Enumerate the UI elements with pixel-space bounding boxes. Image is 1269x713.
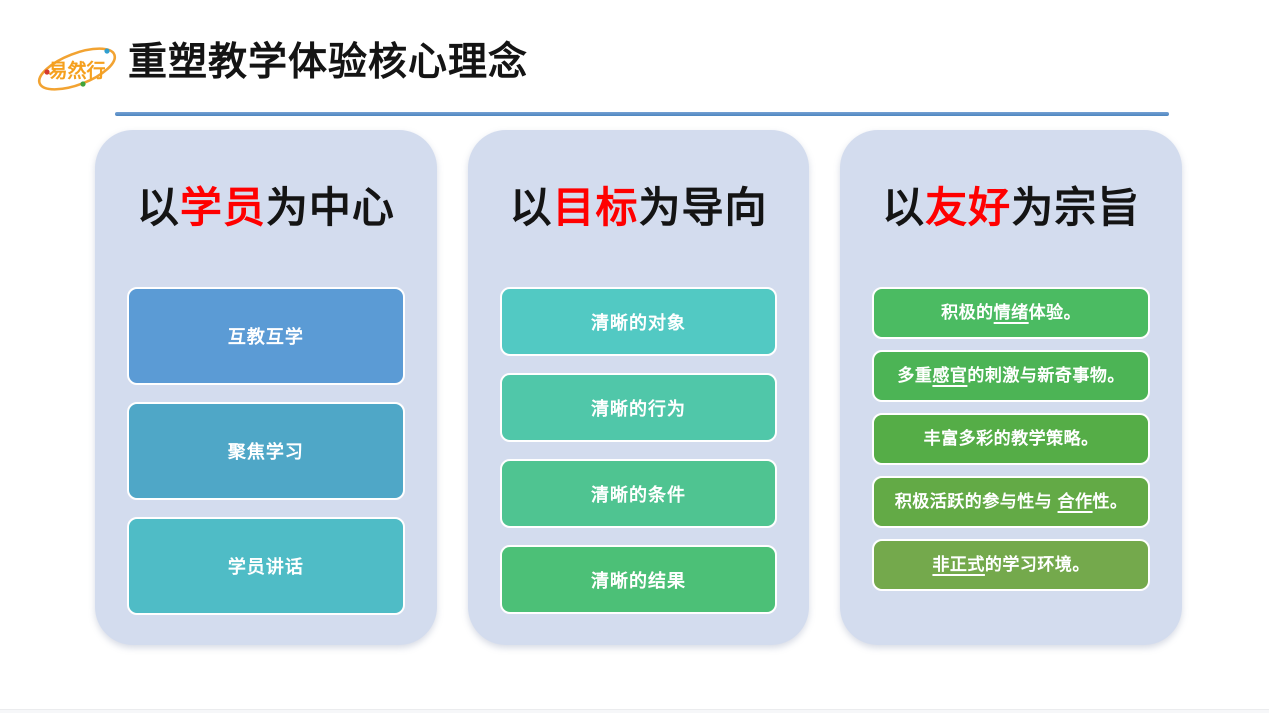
item-text: 清晰的行为 [591, 398, 686, 419]
card-title-suffix: 为宗旨 [1011, 184, 1141, 231]
item-box-label: 非正式的学习环境。 [932, 552, 1090, 578]
card-title-suffix: 为中心 [265, 184, 395, 231]
item-boxes: 清晰的对象清晰的行为清晰的条件清晰的结果 [499, 287, 778, 614]
card-title-highlight: 目标 [552, 184, 639, 231]
item-text-underlined: 非正式 [932, 554, 985, 574]
logo-dot-blue [104, 48, 110, 54]
card-title-friendly-purposed: 以友好为宗旨 [882, 180, 1140, 235]
card-title-goal-oriented: 以目标为导向 [509, 180, 767, 235]
item-text: 互教互学 [227, 327, 304, 347]
item-text: 积极活跃的参与性与 [894, 491, 1058, 511]
item-text: 的刺激与新奇事物。 [967, 365, 1125, 385]
item-box: 聚焦学习 [127, 402, 405, 500]
item-box-label: 清晰的行为 [591, 395, 686, 421]
card-title-prefix: 以 [509, 184, 553, 231]
item-box: 积极的情绪体验。 [872, 287, 1151, 339]
item-box-label: 积极的情绪体验。 [941, 300, 1081, 326]
item-box-label: 清晰的条件 [591, 481, 686, 507]
item-box-label: 互教互学 [228, 323, 304, 349]
item-box: 清晰的行为 [499, 373, 778, 442]
columns-row: 以学员为中心互教互学聚焦学习学员讲话以目标为导向清晰的对象清晰的行为清晰的条件清… [95, 130, 1183, 645]
item-text: 清晰的对象 [591, 312, 686, 333]
card-learner-centered: 以学员为中心互教互学聚焦学习学员讲话 [95, 130, 437, 645]
item-text: 清晰的条件 [591, 484, 686, 505]
page-title: 重塑教学体验核心理念 [128, 41, 529, 84]
item-box: 互教互学 [127, 287, 405, 385]
item-box: 积极活跃的参与性与 合作性。 [872, 476, 1151, 528]
company-logo: 易然行 [37, 47, 117, 91]
item-text: 体验。 [1028, 302, 1082, 322]
item-box: 多重感官的刺激与新奇事物。 [872, 350, 1151, 402]
item-box: 清晰的对象 [499, 287, 778, 356]
item-text: 清晰的结果 [591, 570, 686, 591]
item-box: 非正式的学习环境。 [872, 539, 1151, 591]
item-text: 学员讲话 [227, 557, 304, 577]
item-box: 丰富多彩的教学策略。 [872, 413, 1151, 465]
item-text: 性。 [1092, 491, 1128, 511]
card-title-learner-centered: 以学员为中心 [137, 180, 395, 235]
item-box: 清晰的条件 [499, 459, 778, 528]
item-text-underlined: 情绪 [993, 302, 1029, 322]
card-title-highlight: 友好 [925, 184, 1012, 231]
item-box-label: 清晰的结果 [591, 567, 686, 593]
item-text: 的学习环境。 [984, 554, 1090, 574]
card-title-suffix: 为导向 [638, 184, 768, 231]
card-title-highlight: 学员 [179, 184, 266, 231]
card-title-prefix: 以 [882, 184, 926, 231]
item-text: 聚焦学习 [227, 442, 304, 462]
item-box: 清晰的结果 [499, 545, 778, 614]
logo-text: 易然行 [48, 59, 105, 82]
item-box-label: 积极活跃的参与性与 合作性。 [895, 489, 1128, 515]
item-text-underlined: 合作 [1057, 491, 1093, 511]
item-box-label: 多重感官的刺激与新奇事物。 [897, 363, 1125, 389]
item-box-label: 清晰的对象 [591, 309, 686, 335]
slide-bottom-edge [0, 709, 1269, 713]
item-box-label: 丰富多彩的教学策略。 [924, 426, 1099, 452]
item-text: 多重 [897, 365, 933, 385]
card-goal-oriented: 以目标为导向清晰的对象清晰的行为清晰的条件清晰的结果 [467, 130, 810, 645]
item-box: 学员讲话 [127, 517, 405, 615]
card-title-prefix: 以 [136, 184, 180, 231]
logo-dot-green [80, 81, 86, 87]
item-boxes: 互教互学聚焦学习学员讲话 [127, 287, 405, 615]
card-friendly-purposed: 以友好为宗旨积极的情绪体验。多重感官的刺激与新奇事物。丰富多彩的教学策略。积极活… [840, 130, 1183, 645]
item-boxes: 积极的情绪体验。多重感官的刺激与新奇事物。丰富多彩的教学策略。积极活跃的参与性与… [872, 287, 1151, 591]
title-underline-rule [115, 112, 1169, 116]
item-text-underlined: 感官 [932, 365, 968, 385]
logo-dot-red [44, 69, 50, 75]
item-text: 积极的 [941, 302, 994, 322]
item-box-label: 学员讲话 [228, 553, 304, 579]
item-box-label: 聚焦学习 [228, 438, 304, 464]
item-text: 丰富多彩的教学策略。 [923, 428, 1099, 448]
